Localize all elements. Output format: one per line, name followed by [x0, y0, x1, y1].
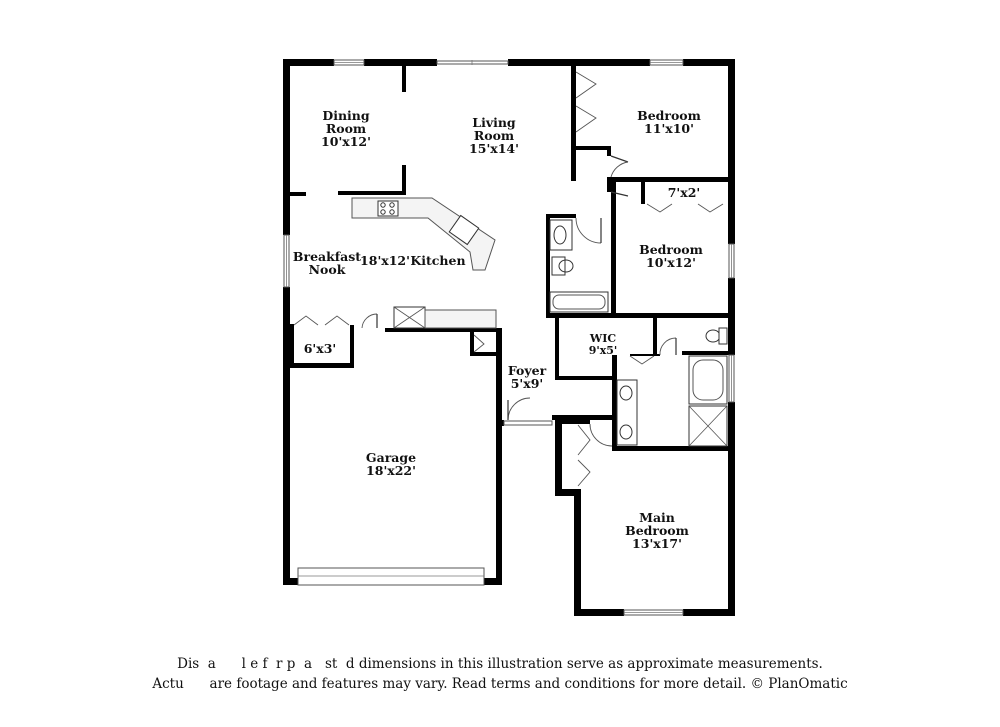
- living-room-label: Living: [472, 115, 516, 130]
- kitchen-dims: 18'x12': [360, 253, 410, 268]
- disclaimer-line-2: Actu are footage and features may vary. …: [152, 676, 848, 692]
- bedroom1-label: Bedroom: [637, 108, 701, 123]
- living-room-label-2: Room: [474, 128, 514, 143]
- garage-label: Garage: [366, 450, 416, 465]
- breakfast-nook-label: Breakfast: [293, 249, 361, 264]
- bedroom2-label: Bedroom: [639, 242, 703, 257]
- closet-7x2-dims: 7'x2': [668, 185, 701, 200]
- bedroom1-dims: 11'x10': [644, 121, 694, 136]
- kitchen-counter: [351, 197, 497, 329]
- interior-walls: [290, 66, 728, 451]
- exterior-walls: [283, 59, 735, 616]
- kitchen-label: Kitchen: [410, 253, 465, 268]
- main-bedroom-dims: 13'x17': [632, 536, 682, 551]
- doors: [293, 71, 724, 487]
- dining-room-dims: 10'x12': [321, 134, 371, 149]
- main-bedroom-label-2: Bedroom: [625, 523, 689, 538]
- garage-dims: 18'x22': [366, 463, 416, 478]
- breakfast-nook-label-2: Nook: [309, 262, 346, 277]
- closet-6x3-dims: 6'x3': [304, 341, 337, 356]
- bath-fixtures: [549, 219, 728, 447]
- main-bedroom-label: Main: [639, 510, 675, 525]
- windows: [283, 59, 735, 616]
- dining-room-label: Dining: [322, 108, 370, 123]
- dining-room-label-2: Room: [326, 121, 366, 136]
- foyer-dims: 5'x9': [511, 376, 544, 391]
- wic-dims: 9'x5': [589, 344, 618, 357]
- bedroom2-dims: 10'x12': [646, 255, 696, 270]
- disclaimer-line-1: Dis a l e f r p a st d dimensions in thi…: [177, 656, 823, 672]
- wic-label: WIC: [589, 332, 616, 345]
- living-room-dims: 15'x14': [469, 141, 519, 156]
- foyer-label: Foyer: [508, 363, 547, 378]
- room-labels: Dining Room 10'x12' Living Room 15'x14' …: [293, 108, 703, 551]
